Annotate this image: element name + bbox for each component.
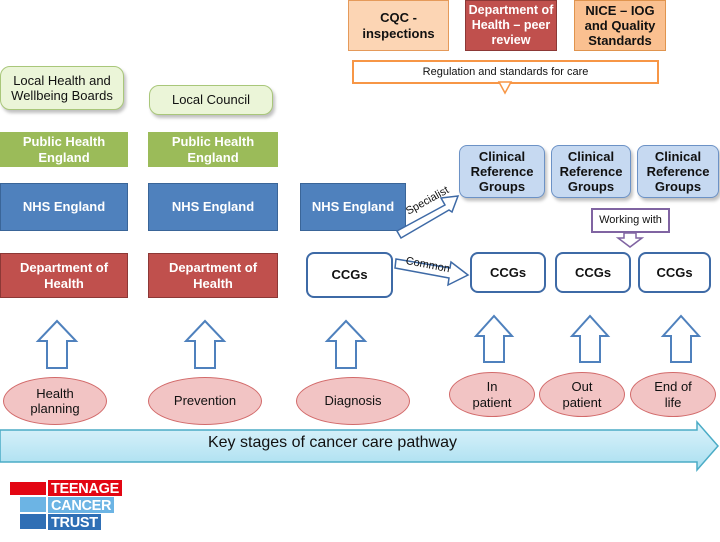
regulation-label: Regulation and standards for care xyxy=(422,65,589,78)
up-arrow-diagnosis xyxy=(324,319,368,369)
nhs-england-label-3: NHS England xyxy=(311,199,395,215)
up-arrow-prevention xyxy=(183,319,227,369)
logo-line2: CANCER xyxy=(48,497,115,514)
stage-label-in-patient: In patient xyxy=(472,379,512,410)
up-arrow-health-planning xyxy=(35,319,79,369)
specialist-label: Specialist xyxy=(404,184,451,218)
nhs-england-box-1: NHS England xyxy=(0,183,128,231)
stage-label-diagnosis: Diagnosis xyxy=(324,393,382,409)
ccg-box-out-patient: CCGs xyxy=(555,252,631,293)
nhs-england-label-1: NHS England xyxy=(22,199,106,215)
ccg-label-end-of-life: CCGs xyxy=(656,264,693,280)
phe-label-2: Public Health England xyxy=(171,134,255,165)
wellbeing-boards-box: Local Health and Wellbeing Boards xyxy=(0,66,124,110)
nhs-england-box-3: NHS England xyxy=(300,183,406,231)
stage-oval-in-patient: In patient xyxy=(449,372,535,417)
logo-red-square xyxy=(10,482,46,495)
logo-text-cancer: CANCER xyxy=(51,498,112,514)
stage-oval-prevention: Prevention xyxy=(148,377,262,425)
stage-oval-out-patient: Out patient xyxy=(539,372,625,417)
working-with-down-arrow xyxy=(615,232,645,248)
doh-label-1: Department of Health xyxy=(19,260,109,291)
stage-label-prevention: Prevention xyxy=(173,393,237,409)
ccg-box-in-patient: CCGs xyxy=(470,252,546,293)
logo-blue-square-2 xyxy=(20,514,46,529)
ccg-box-diagnosis: CCGs xyxy=(306,252,393,298)
stage-oval-health-planning: Health planning xyxy=(3,377,107,425)
nhs-england-label-2: NHS England xyxy=(171,199,255,215)
doh-peer-review-box: Department of Health – peer review xyxy=(465,0,557,51)
nice-box: NICE – IOG and Quality Standards xyxy=(574,0,666,51)
wellbeing-boards-label: Local Health and Wellbeing Boards xyxy=(11,72,113,103)
up-arrow-end-of-life xyxy=(660,314,702,363)
regulation-box: Regulation and standards for care xyxy=(352,60,659,84)
ccg-label-in-patient: CCGs xyxy=(489,264,527,280)
doh-label-2: Department of Health xyxy=(168,260,258,291)
common-label: Common xyxy=(404,255,451,276)
local-council-label: Local Council xyxy=(171,92,251,108)
phe-label-1: Public Health England xyxy=(22,134,106,165)
crg-label-end-of-life: Clinical Reference Groups xyxy=(646,148,710,195)
cqc-box: CQC - inspections xyxy=(348,0,449,51)
ccg-label-diagnosis: CCGs xyxy=(331,267,368,283)
working-with-box: Working with xyxy=(591,208,670,233)
logo-blue-square-1 xyxy=(20,497,46,512)
logo-text-teenage: TEENAGE xyxy=(51,481,119,497)
up-arrow-out-patient xyxy=(569,314,611,363)
crg-box-in-patient: Clinical Reference Groups xyxy=(459,145,545,198)
phe-box-1: Public Health England xyxy=(0,132,128,167)
stage-oval-diagnosis: Diagnosis xyxy=(296,377,410,425)
crg-box-end-of-life: Clinical Reference Groups xyxy=(637,145,719,198)
stage-label-health-planning: Health planning xyxy=(30,385,80,416)
logo-text-trust: TRUST xyxy=(51,515,98,531)
doh-box-2: Department of Health xyxy=(148,253,278,298)
stage-label-out-patient: Out patient xyxy=(562,379,602,410)
logo-line1: TEENAGE xyxy=(48,480,122,497)
crg-label-out-patient: Clinical Reference Groups xyxy=(559,148,623,195)
stage-oval-end-of-life: End of life xyxy=(630,372,716,417)
doh-peer-review-label: Department of Health – peer review xyxy=(468,3,554,47)
crg-box-out-patient: Clinical Reference Groups xyxy=(551,145,631,198)
ccg-box-end-of-life: CCGs xyxy=(638,252,711,293)
cqc-label: CQC - inspections xyxy=(362,10,435,41)
ccg-label-out-patient: CCGs xyxy=(574,264,612,280)
logo-line3: TRUST xyxy=(48,514,101,531)
pathway-label: Key stages of cancer care pathway xyxy=(207,434,458,451)
nice-label: NICE – IOG and Quality Standards xyxy=(584,2,656,49)
stage-label-end-of-life: End of life xyxy=(654,379,692,410)
doh-box-1: Department of Health xyxy=(0,253,128,298)
crg-label-in-patient: Clinical Reference Groups xyxy=(470,148,534,195)
phe-box-2: Public Health England xyxy=(148,132,278,167)
local-council-box: Local Council xyxy=(149,85,273,115)
up-arrow-in-patient xyxy=(473,314,515,363)
teenage-cancer-trust-logo: TEENAGE CANCER TRUST xyxy=(10,480,134,531)
working-with-label: Working with xyxy=(599,214,662,227)
nhs-england-box-2: NHS England xyxy=(148,183,278,231)
